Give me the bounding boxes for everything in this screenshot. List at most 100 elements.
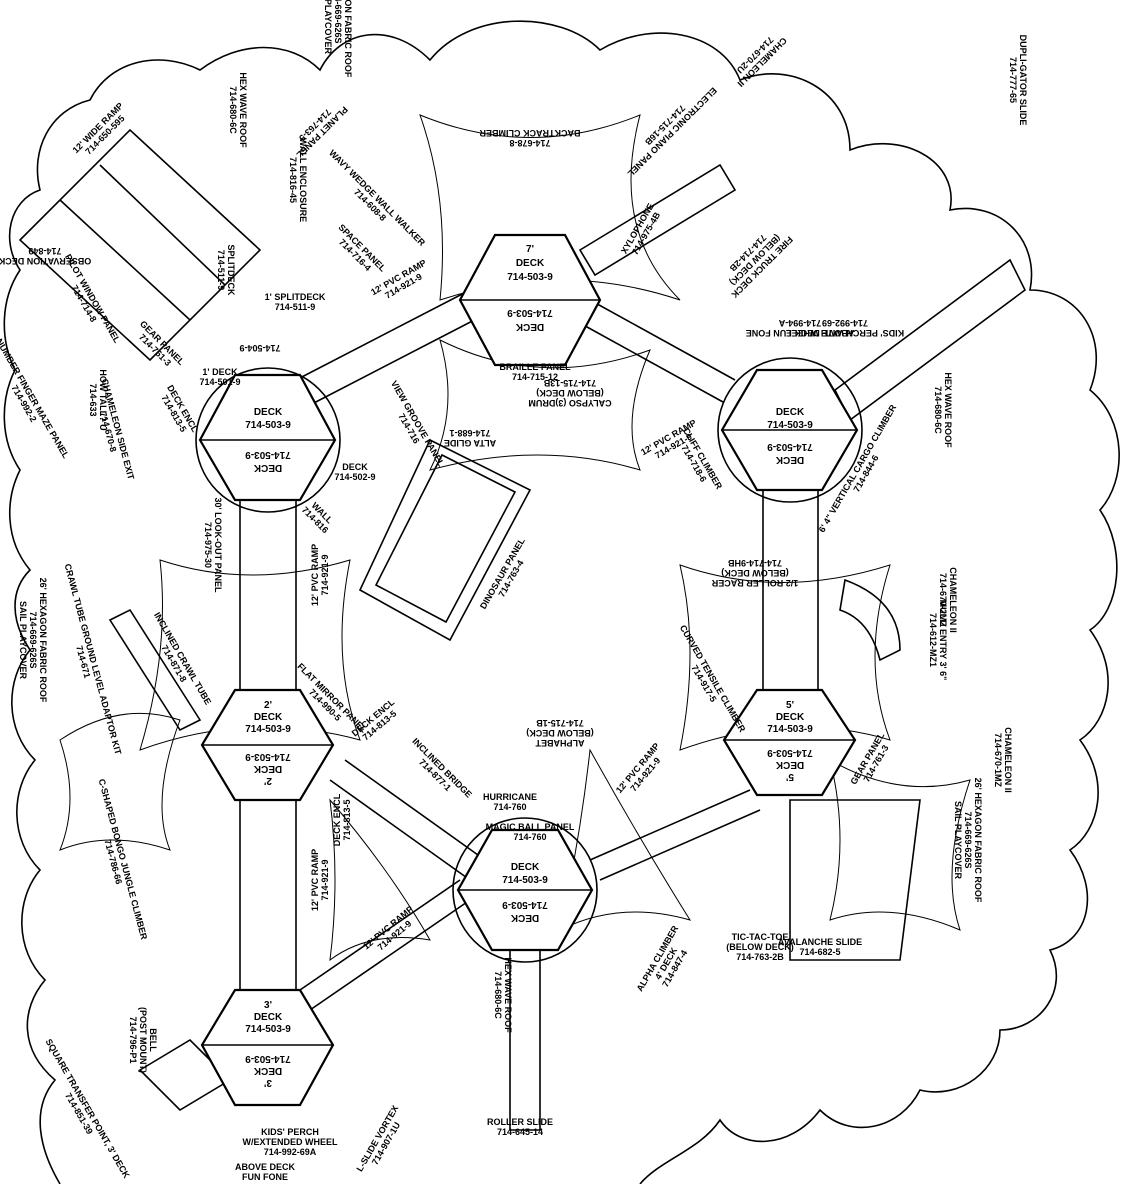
- svg-text:DECK: DECK: [254, 407, 283, 418]
- component-label: VIEW GROOVE PANEL714-716: [380, 379, 446, 474]
- svg-text:714-503-9: 714-503-9: [507, 307, 553, 318]
- component-label-line: W/EXTENDED WHEEL: [242, 1137, 338, 1147]
- component-label: HEX WAVE ROOF714-680-6C: [493, 957, 513, 1033]
- component-label-line: AVALANCHE SLIDE: [778, 937, 862, 947]
- svg-text:714-503-9: 714-503-9: [767, 724, 813, 735]
- component-label-line: ELECTRONIC PIANO PANEL: [625, 86, 719, 180]
- component-label-line: TIC-TAC-TOE: [732, 932, 789, 942]
- component-label: 26' HEXAGON FABRIC ROOF714-669-626SSAIL …: [18, 578, 48, 703]
- component-label: 12' PVC RAMP714-921-9: [310, 849, 330, 911]
- component-label: XYLOPHONE714-975-4B: [619, 202, 665, 261]
- component-label-line: 714-921-9: [320, 554, 330, 595]
- component-label: 26' HEXAGON FABRIC ROOF714-669-626SSAIL …: [953, 778, 983, 903]
- svg-text:714-503-9: 714-503-9: [767, 747, 813, 758]
- component-label-line: 714-511-9: [275, 302, 316, 312]
- component-label: 1/2 ROLLER RACER(BELOW DECK)714-714-9HB: [711, 558, 798, 588]
- component-label-line: VIEW GROOVE PANEL: [389, 379, 447, 469]
- component-label-line: DECK: [342, 462, 368, 472]
- component-label-line: 26' HEXAGON FABRIC ROOF: [38, 578, 48, 703]
- component-label-line: BELL: [148, 1028, 158, 1052]
- component-label: DECK ENCL714-813-5: [332, 793, 352, 846]
- component-label-line: SPLITDECK: [226, 244, 236, 296]
- component-label-line: 714-612-MZ1: [928, 613, 938, 667]
- deck-top: 7' DECK 714-503-9 714-503-9 DECK: [458, 233, 602, 367]
- component-label: 714-678-8BACKTRACK CLIMBER: [479, 128, 580, 148]
- component-label-line: 1' DECK: [202, 367, 238, 377]
- component-label-line: (POST MOUNT): [138, 1007, 148, 1073]
- component-label: TIC-TAC-TOE(BELOW DECK)714-763-2B: [726, 932, 794, 962]
- svg-text:714-503-9: 714-503-9: [245, 449, 291, 460]
- svg-text:5': 5': [786, 771, 794, 782]
- component-label-line: HEX WAVE ROOF: [943, 372, 953, 448]
- component-label: ABOVE DECK FUN FONE714-994-A: [746, 318, 855, 338]
- component-label-line: HURRICANE: [483, 792, 537, 802]
- component-label-line: 714-994-A: [778, 318, 821, 328]
- component-label: 12' PVC RAMP714-921-9: [361, 904, 421, 959]
- component-label-line: 714-796-P1: [128, 1016, 138, 1063]
- component-label-line: 714-670-1MZ: [993, 733, 1003, 788]
- observation-ramp: [18, 128, 262, 362]
- deck-mid-right: 5' DECK 714-503-9 714-503-9 DECK 5': [722, 688, 857, 797]
- component-label: PILOT WINDOW PANEL714-714-8: [54, 252, 122, 350]
- component-label-line: HOW TALL? U: [98, 369, 108, 430]
- svg-text:714-503-9: 714-503-9: [502, 875, 548, 886]
- component-label-line: CHAMELEON II: [1003, 727, 1013, 793]
- component-label: DUPLI-GATOR SLIDE714-777-65: [1008, 35, 1028, 126]
- component-label: 26' HEXAGON FABRIC ROOF714-669-626SSAIL …: [323, 0, 353, 78]
- svg-text:DECK: DECK: [253, 763, 282, 774]
- component-label-line: NUMBER FINGER MAZE PANEL: [0, 337, 71, 461]
- svg-text:DECK: DECK: [254, 1012, 283, 1023]
- component-label-line: 714-688-1: [449, 428, 490, 438]
- component-label: 12' WIDE RAMP714-650-595: [71, 101, 133, 163]
- component-label: CHAMELEON II714-670-2MZ: [938, 567, 958, 633]
- component-label-line: 714-760: [493, 802, 526, 812]
- svg-text:DECK: DECK: [254, 712, 283, 723]
- component-label-line: 714-992-69: [822, 318, 868, 328]
- component-label-line: 1/2 ROLLER RACER: [711, 578, 798, 588]
- component-label-line: SAIL PLAYCOVER: [953, 801, 963, 880]
- svg-text:DECK: DECK: [515, 321, 544, 332]
- component-label-line: 714-992-69A: [264, 1147, 317, 1157]
- component-label-line: 714-645-14: [497, 1127, 543, 1137]
- component-label-line: 714-680-6C: [228, 86, 238, 134]
- component-label-line: BACKTRACK CLIMBER: [479, 128, 580, 138]
- component-label-line: MAGIC BALL PANEL: [486, 822, 575, 832]
- component-label-line: ABOVE DECK FUN FONE: [746, 328, 855, 338]
- component-label: DECK ENCL714-813-5: [156, 383, 200, 439]
- component-label: 714-504-9: [239, 343, 280, 353]
- component-label: 12' PVC RAMP714-921-9: [310, 544, 330, 606]
- component-label-line: 1' SPLITDECK: [265, 292, 326, 302]
- component-label: GEAR PANEL714-761-3: [131, 319, 187, 375]
- component-label-line: 714-504-9: [239, 343, 280, 353]
- svg-text:DECK: DECK: [776, 407, 805, 418]
- component-label-line: DUPLI-GATOR SLIDE: [1018, 35, 1028, 126]
- component-label: SPACE PANEL714-716-4: [329, 222, 388, 281]
- component-label-line: 714-813-5: [342, 799, 352, 840]
- component-label-line: ALPHABET: [535, 738, 585, 748]
- component-label: WAVY WEDGE WALL WALKER714-608-8: [320, 148, 427, 255]
- component-label-line: (BELOW DECK): [726, 942, 794, 952]
- component-label-line: SQUARE TRANSFER POINT, 3' DECK: [43, 1037, 131, 1180]
- component-label: HOW TALL? U714-633: [88, 369, 108, 430]
- component-label: HEX WAVE ROOF714-680-6C: [933, 372, 953, 448]
- svg-text:DECK: DECK: [775, 759, 804, 770]
- component-label: OBSERVATION DECK714-849: [0, 246, 91, 266]
- component-label-line: KIDS' PERCH WITH WHEEL: [785, 328, 904, 338]
- component-label-line: CHAMELEON II: [948, 567, 958, 633]
- component-label: BELL(POST MOUNT)714-796-P1: [128, 1007, 158, 1073]
- component-label-line: 714-777-65: [1008, 57, 1018, 103]
- component-label-line: 714-678-8: [509, 138, 550, 148]
- component-label-line: HEX WAVE ROOF: [238, 72, 248, 148]
- component-label-line: 12' PVC RAMP: [310, 849, 320, 911]
- component-label: 12' PVC RAMP714-921-9: [614, 741, 669, 801]
- component-label: WALL714-816: [300, 498, 337, 535]
- component-label-line: 26' HEXAGON FABRIC ROOF: [973, 778, 983, 903]
- deck-mid-left: 2' DECK 714-503-9 714-503-9 DECK 2': [200, 688, 335, 802]
- component-label: SPLITDECK714-511-9: [216, 244, 236, 296]
- component-label-line: BRAILLE PANEL: [499, 362, 571, 372]
- component-label-line: 714-714-9HB: [727, 558, 782, 568]
- component-label-line: 714-633: [88, 383, 98, 416]
- svg-text:3': 3': [264, 1077, 272, 1088]
